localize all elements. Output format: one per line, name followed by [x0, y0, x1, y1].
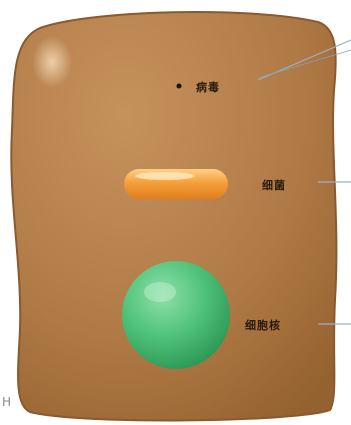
bacteria-shine [135, 172, 195, 180]
virus-dot [177, 84, 182, 89]
cell-highlight [32, 36, 72, 88]
virus-label: 病毒 [196, 79, 220, 95]
bacteria-label: 细菌 [262, 177, 286, 193]
fragment-text: H [2, 395, 12, 409]
cell-nucleus-label: 细胞核 [245, 317, 281, 333]
nucleus-shine [144, 282, 176, 302]
cell-nucleus [122, 261, 230, 369]
